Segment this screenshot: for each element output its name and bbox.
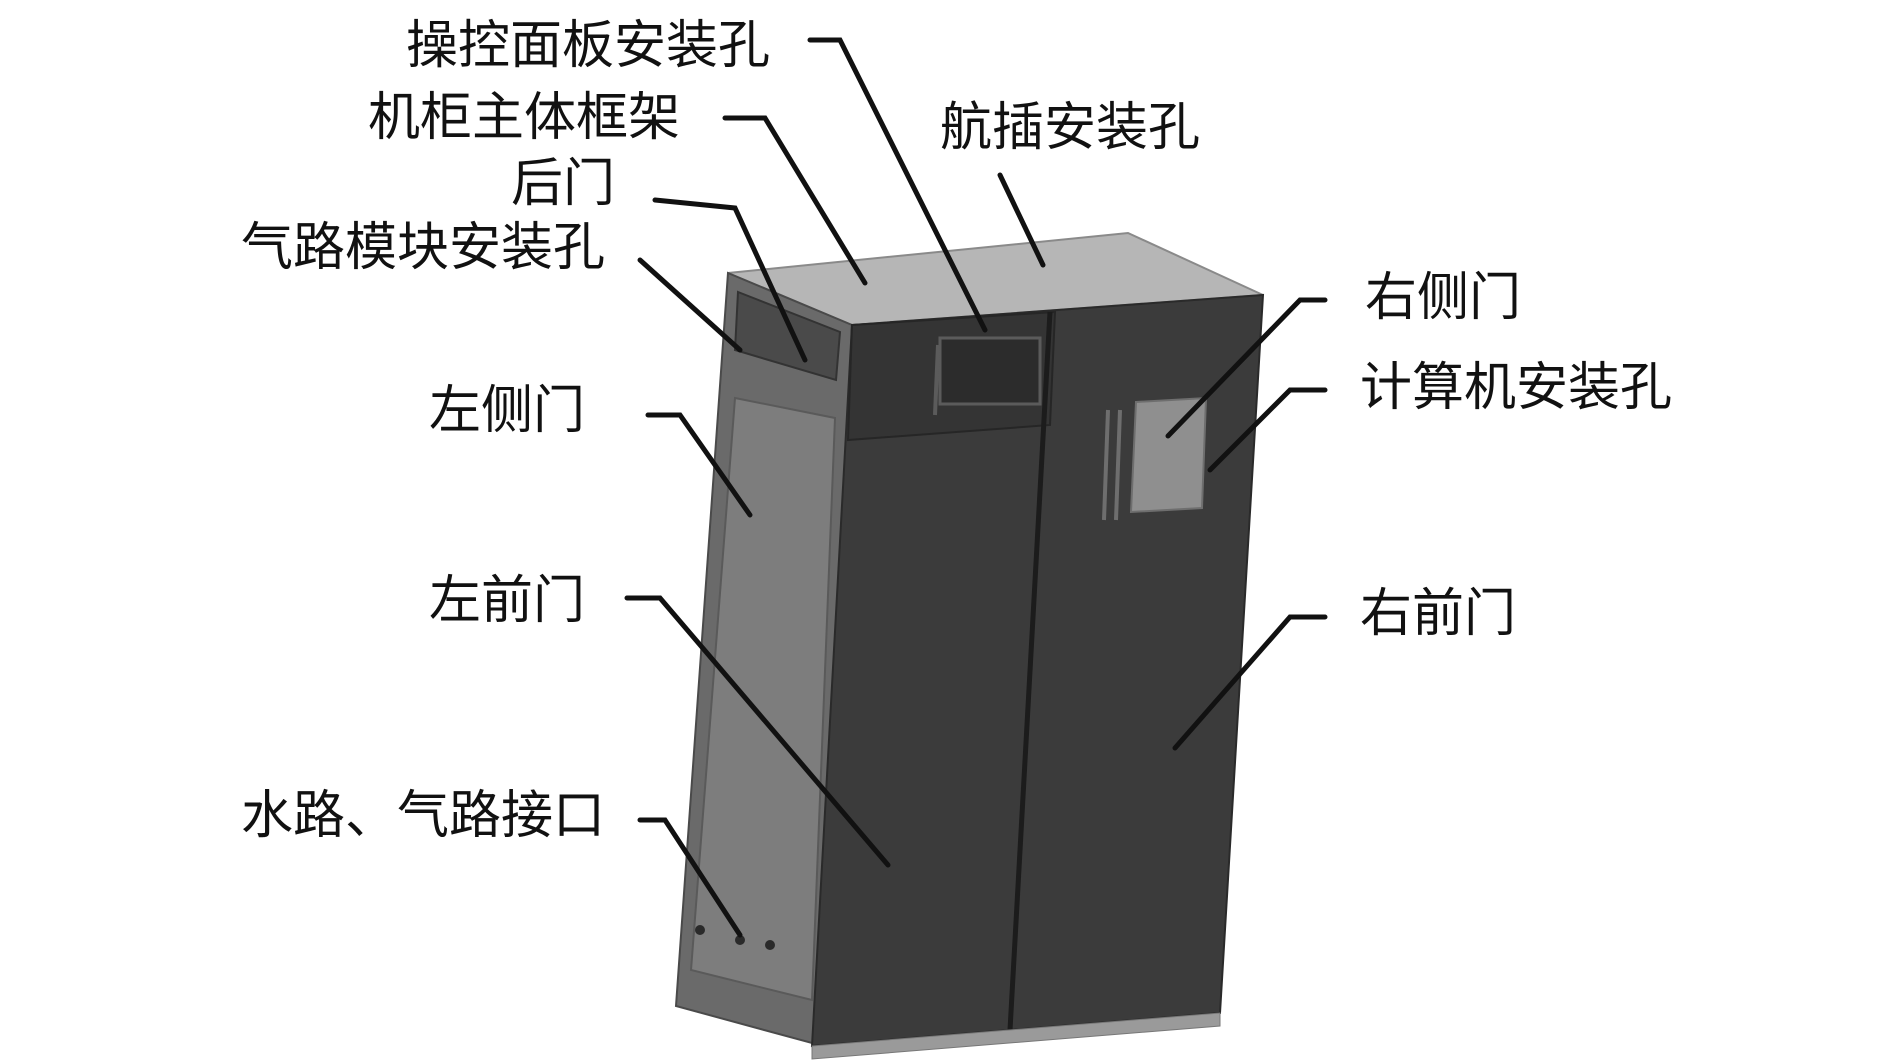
- left-side-door-panel: [689, 396, 837, 1002]
- leader-water-gas-interface: [637, 817, 743, 938]
- label-water-gas-interface: 水路、气路接口: [240, 786, 605, 846]
- leader-left-side-door: [645, 412, 753, 518]
- label-gas-module-hole: 气路模块安装孔: [240, 218, 605, 278]
- leader-right-side-door: [1165, 297, 1328, 439]
- door-split-line: [1007, 311, 1053, 1031]
- interface-port-2: [735, 935, 745, 945]
- label-left-front-door: 左前门: [428, 571, 585, 631]
- control-panel-divider: [933, 344, 940, 416]
- leader-rear-door: [652, 197, 808, 363]
- label-connector-hole: 航插安装孔: [940, 98, 1201, 158]
- leader-cabinet-frame: [722, 115, 868, 286]
- leader-computer-hole: [1207, 387, 1328, 473]
- leader-connector-hole: [997, 172, 1046, 268]
- cabinet: [674, 231, 1265, 1060]
- leader-control-panel-hole: [807, 37, 988, 333]
- cabinet-bottom-rail: [811, 1012, 1221, 1060]
- label-rear-door: 后门: [510, 154, 615, 214]
- leader-right-front-door: [1172, 614, 1328, 751]
- label-right-front-door: 右前门: [1360, 584, 1517, 644]
- rear-door-area: [733, 290, 842, 382]
- right-door-slot-2: [1114, 409, 1122, 521]
- computer-panel: [1129, 396, 1208, 514]
- interface-port-1: [695, 925, 705, 935]
- interface-port-3: [765, 940, 775, 950]
- label-computer-hole: 计算机安装孔: [1360, 358, 1673, 418]
- label-right-side-door: 右侧门: [1365, 268, 1522, 328]
- label-control-panel-hole: 操控面板安装孔: [405, 16, 770, 76]
- leader-left-front-door: [624, 595, 891, 868]
- right-door-slot-1: [1102, 409, 1110, 521]
- control-panel-hole: [938, 336, 1042, 406]
- label-cabinet-frame: 机柜主体框架: [367, 88, 680, 148]
- leader-gas-module-hole: [637, 257, 743, 353]
- leader-lines: [624, 37, 1328, 938]
- label-left-side-door: 左侧门: [428, 381, 585, 441]
